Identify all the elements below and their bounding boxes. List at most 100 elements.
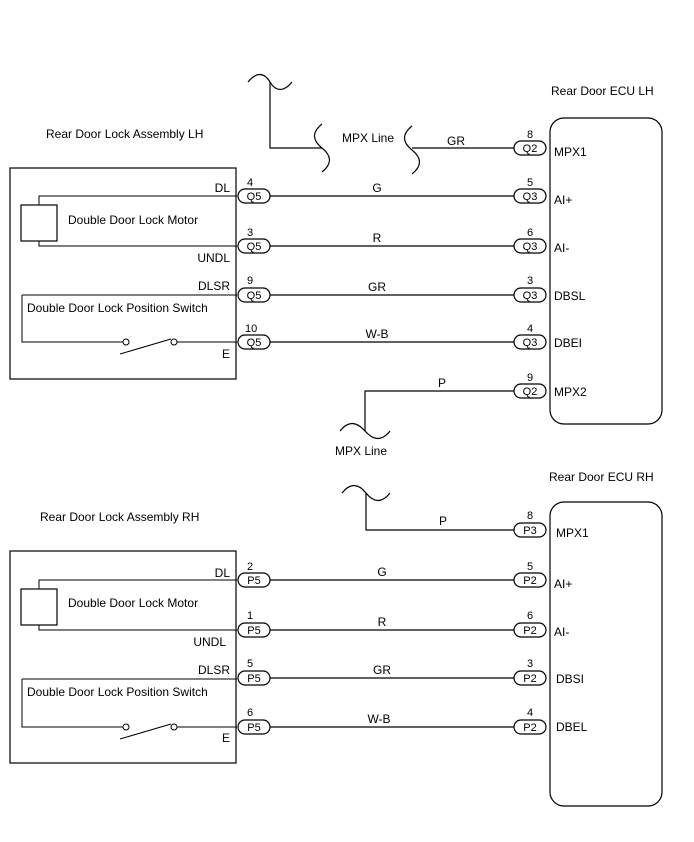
lh-wire-color: R [373,231,382,245]
rh-wire-color: R [378,615,387,629]
lh-left-connector-label: Q5 [247,241,262,253]
rh-wire-color: W-B [367,712,390,726]
rh-right-connector-label: P2 [523,625,536,637]
rh-motor-leads [38,579,237,631]
wave-break-icon [339,422,391,440]
lh-motor-icon [20,204,58,242]
rh-right-connector-label: P2 [523,575,536,587]
rh-mpx-top-wire [365,493,514,531]
lh-wire-color: GR [368,280,386,294]
lh-mpx-top-connector [513,140,547,156]
rh-switch-label-bg [24,683,234,701]
lh-wire-row-4: E 10 Q5 W-B 4 Q3 DBEI [222,323,582,361]
wave-break-icon [403,125,421,175]
lh-left-connector-label: Q5 [247,191,262,203]
rh-right-connector [513,670,547,686]
rh-right-terminal: AI- [554,625,569,639]
rh-right-pin: 3 [527,658,533,670]
lh-mpx-top: MPX Line GR 8 Q2 MPX1 [247,73,587,175]
rh-left-connector-label: P5 [247,575,260,587]
lh-left-pin: 10 [245,323,257,335]
rh-mpx-top-pin: 8 [527,510,533,522]
wave-break-icon [313,123,331,173]
lh-wire-row-2: UNDL 3 Q5 R 6 Q3 AI- [197,227,569,265]
lh-mpx-top-color: GR [447,134,465,148]
rh-right-pin: 5 [527,561,533,573]
rh-right-connector [513,572,547,588]
lh-right-connector-label: Q3 [523,241,538,253]
rh-mpx-top-connector [513,522,547,538]
lh-mpx-bottom-wire [364,390,514,431]
rh-wire-color: G [377,565,386,579]
rh-wire-row-1: DL 2 P5 G 5 P2 AI+ [215,561,573,591]
lh-right-terminal: DBEI [554,336,582,350]
lh-mpx-top-pin: 8 [527,129,533,141]
lh-switch-leads [21,294,237,343]
rh-left-connector-label: P5 [247,625,260,637]
rh-wire-row-3: DLSR 5 P5 GR 3 P2 DBSI [198,658,584,686]
lh-right-connector [513,287,547,303]
rh-left-pin: 1 [247,610,253,622]
rh-switch-label: Double Door Lock Position Switch [27,685,208,699]
lh-left-connector-label: Q5 [247,290,262,302]
lh-wire-color: W-B [365,327,388,341]
lh-right-connector-label: Q3 [523,337,538,349]
rh-ecu-title: Rear Door ECU RH [549,470,654,484]
rh-right-terminal: DBSI [556,672,584,686]
lh-mpx-line-top-label: MPX Line [342,131,394,145]
lh-mpx-bottom-connector-label: Q2 [523,386,538,398]
lh-wire-row-1: DL 4 Q5 G 5 Q3 AI+ [215,177,573,207]
rh-switch-leads [21,678,237,728]
rh-assembly-box [9,550,237,764]
rh-left-terminal: E [222,731,230,745]
lh-right-pin: 3 [527,275,533,287]
rh-switch-blade-icon [119,723,172,740]
rh-motor-label: Double Door Lock Motor [68,596,198,610]
rh-right-connector-label: P2 [523,722,536,734]
lh-right-connector [513,238,547,254]
lh-left-connector-label: Q5 [247,337,262,349]
lh-motor-leads [38,195,237,247]
rh-switch-contact-right [170,723,178,731]
rh-left-connector-label: P5 [247,673,260,685]
lh-assembly-box [9,167,237,380]
lh-mpx-top-connector-label: Q2 [523,143,538,155]
rh-right-pin: 4 [527,707,533,719]
lh-assembly-title: Rear Door Lock Assembly LH [46,127,203,141]
rh-right-pin: 6 [527,610,533,622]
lh-mpx-top-wire-left [269,82,322,149]
rh-left-connector-label: P5 [247,722,260,734]
rh-right-terminal: AI+ [554,577,572,591]
lh-right-terminal: AI+ [554,193,572,207]
lh-switch-blade-icon [119,338,172,355]
rh-wire-row-4: E 6 P5 W-B 4 P2 DBEL [222,707,588,745]
rh-motor-icon [20,588,58,626]
lh-mpx-top-terminal: MPX1 [554,145,587,159]
lh-mpx-bottom-color: P [438,376,446,390]
rh-left-terminal: UNDL [193,635,226,649]
rh-left-pin: 5 [247,658,253,670]
lh-mpx-bottom: P 9 Q2 MPX2 MPX Line [335,372,587,458]
lh-right-connector [513,334,547,350]
lh-left-pin: 9 [247,275,253,287]
lh-right-terminal: AI- [554,241,569,255]
rh-left-pin: 6 [247,707,253,719]
lh-left-terminal: E [222,347,230,361]
lh-mpx-line-bottom-label: MPX Line [335,444,387,458]
rh-right-connector [513,719,547,735]
lh-right-connector-label: Q3 [523,290,538,302]
lh-ecu-box [549,117,663,425]
lh-right-pin: 5 [527,177,533,189]
rh-section: Rear Door Lock Assembly RH Rear Door ECU… [9,470,663,807]
lh-left-terminal: UNDL [197,251,230,265]
lh-left-terminal: DL [215,181,231,195]
lh-mpx-bottom-connector [513,383,547,399]
lh-switch-contact-left [122,338,130,346]
rh-right-connector-label: P2 [523,673,536,685]
lh-wire-color: G [372,181,381,195]
rh-left-terminal: DL [215,566,231,580]
rh-left-pin: 2 [247,561,253,573]
lh-left-terminal: DLSR [198,279,230,293]
rh-wire-color: GR [373,663,391,677]
rh-mpx-top-connector-label: P3 [523,525,536,537]
